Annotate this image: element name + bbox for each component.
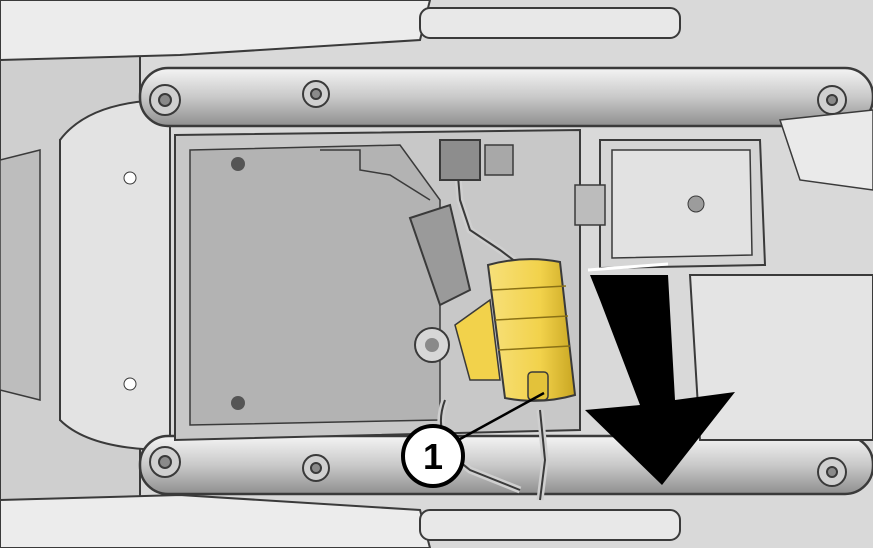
- callout-circle: [401, 424, 465, 488]
- callout-number: 1: [423, 436, 443, 477]
- yellow-connector: [454, 258, 577, 402]
- electronics-box: [574, 109, 873, 441]
- grey-connectors: [408, 139, 514, 307]
- callout-1: 1: [401, 391, 545, 488]
- direction-arrow: [585, 262, 735, 485]
- rail-bolts: [149, 80, 847, 487]
